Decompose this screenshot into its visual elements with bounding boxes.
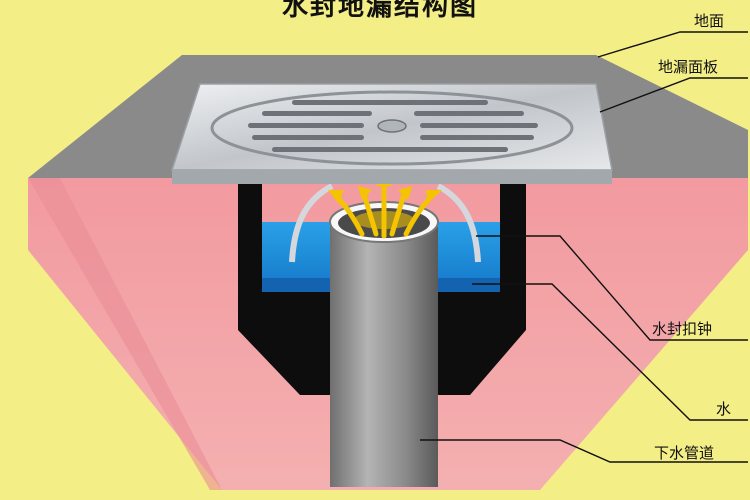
drain-cover-edge <box>172 170 612 184</box>
leader-line-water-seal-cup <box>476 235 748 341</box>
grate-slot <box>414 111 524 116</box>
body-shadow-edge <box>28 178 222 490</box>
grate-slot <box>248 123 364 128</box>
grate-slot <box>420 135 534 140</box>
label-drain-pipe: 下水管道 <box>654 444 715 462</box>
diagram-title: 水封地漏结构图 <box>281 0 478 22</box>
drain-cover-slots <box>248 100 538 152</box>
drain-cover-center-screw <box>377 119 407 133</box>
grate-slot <box>262 111 372 116</box>
trap-housing <box>238 178 526 395</box>
leader-line-floor <box>597 31 748 58</box>
label-floor: 地面 <box>694 12 725 30</box>
grate-slot <box>420 123 538 128</box>
grate-slot <box>252 135 364 140</box>
leader-line-water <box>472 283 748 421</box>
arrowhead-2 <box>358 186 372 200</box>
flow-arrow-3 <box>389 191 407 237</box>
flow-arrow-2 <box>361 191 379 237</box>
label-drain-cover: 地漏面板 <box>658 58 719 76</box>
arrowhead-4 <box>426 190 442 203</box>
arrowhead-1 <box>328 190 344 203</box>
drain-cover-grate <box>210 90 574 166</box>
leader-line-drain-cover <box>599 77 748 113</box>
leader-line-drain-pipe <box>420 439 748 463</box>
label-water-seal-cup: 水封扣钟 <box>652 320 713 338</box>
label-water: 水 <box>716 400 732 418</box>
grate-slot <box>292 100 488 105</box>
leader-lines <box>420 31 748 463</box>
drain-pipe-body <box>330 222 438 487</box>
grate-slot <box>272 147 508 152</box>
seal-cup-right-arm <box>436 183 481 263</box>
arrowhead-3 <box>398 186 412 200</box>
seal-cup-left-arm <box>289 183 334 263</box>
